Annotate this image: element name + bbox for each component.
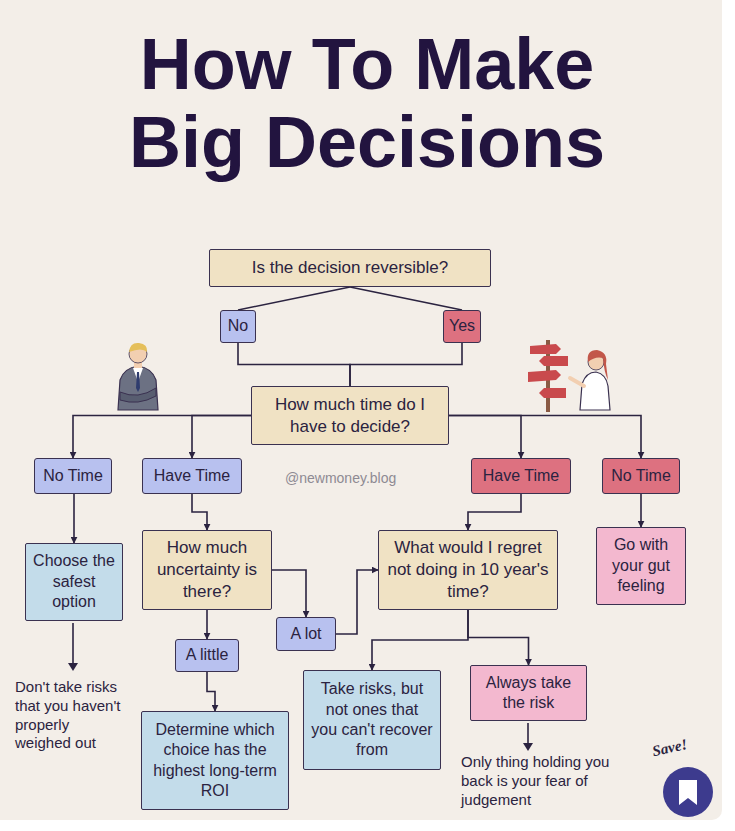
- connector: [336, 570, 378, 634]
- connector: [449, 416, 641, 459]
- connector: [73, 416, 251, 459]
- node-text: Is the decision reversible?: [252, 257, 449, 279]
- question-box: What would I regret not doing in 10 year…: [378, 530, 558, 610]
- outcome-box: Choose the safest option: [25, 543, 123, 621]
- connector: [206, 610, 208, 639]
- node-text: Have Time: [483, 466, 559, 486]
- question-box: How much time do I have to decide?: [251, 386, 449, 445]
- answer-tag: Have Time: [142, 458, 242, 494]
- connector: [350, 287, 462, 310]
- answer-tag: No Time: [602, 458, 680, 494]
- connector: [350, 343, 462, 386]
- connector: [238, 287, 350, 310]
- connector: [468, 610, 529, 665]
- node-text: Have Time: [154, 466, 230, 486]
- connector: [192, 494, 207, 530]
- node-text: A lot: [290, 624, 321, 644]
- leader-line: [72, 623, 74, 668]
- answer-tag: No: [220, 310, 256, 343]
- node-text: No: [228, 316, 248, 336]
- answer-tag: A lot: [276, 617, 336, 651]
- answer-tag: A little: [175, 639, 239, 672]
- note-text: Don't take risks that you haven't proper…: [15, 678, 125, 753]
- note-text: Only thing holding you back is your fear…: [461, 753, 631, 809]
- connector: [372, 610, 468, 670]
- connector: [468, 494, 521, 530]
- node-text: Determine which choice has the highest l…: [149, 720, 281, 802]
- node-text: Choose the safest option: [33, 551, 115, 612]
- node-text: No Time: [611, 466, 671, 486]
- question-box: Is the decision reversible?: [209, 249, 491, 287]
- connector: [238, 343, 350, 386]
- woman-signpost-illustration: [528, 340, 610, 412]
- leader-arrowhead: [523, 743, 533, 751]
- outcome-box: Determine which choice has the highest l…: [141, 711, 289, 810]
- answer-tag: Have Time: [471, 458, 571, 494]
- outcome-box: Always take the risk: [470, 665, 587, 721]
- connector: [73, 494, 75, 543]
- watermark: @newmoney.blog: [285, 470, 425, 488]
- title-text: How To Make Big Decisions: [87, 26, 647, 182]
- connector: [207, 672, 215, 711]
- connector: [640, 494, 642, 527]
- node-text: Go with your gut feeling: [604, 535, 678, 596]
- connector: [192, 416, 251, 459]
- node-text: Always take the risk: [478, 673, 579, 714]
- answer-tag: No Time: [34, 458, 112, 494]
- answer-tag: Yes: [443, 310, 481, 343]
- node-text: How much uncertainty is there?: [150, 537, 264, 602]
- node-text: No Time: [43, 466, 103, 486]
- node-text: How much time do I have to decide?: [259, 394, 441, 438]
- question-box: How much uncertainty is there?: [142, 530, 272, 610]
- node-text: Yes: [449, 316, 475, 336]
- connector: [272, 570, 306, 617]
- node-text: What would I regret not doing in 10 year…: [386, 537, 550, 602]
- businessman-illustration: [118, 343, 158, 410]
- node-text: A little: [186, 645, 229, 665]
- outcome-box: Take risks, but not ones that you can't …: [303, 670, 441, 770]
- outcome-box: Go with your gut feeling: [596, 527, 686, 605]
- leader-arrowhead: [68, 663, 78, 671]
- connector: [449, 416, 521, 459]
- save-label: Save!: [651, 730, 714, 761]
- bookmark-icon: [663, 767, 713, 817]
- node-text: Take risks, but not ones that you can't …: [311, 679, 433, 761]
